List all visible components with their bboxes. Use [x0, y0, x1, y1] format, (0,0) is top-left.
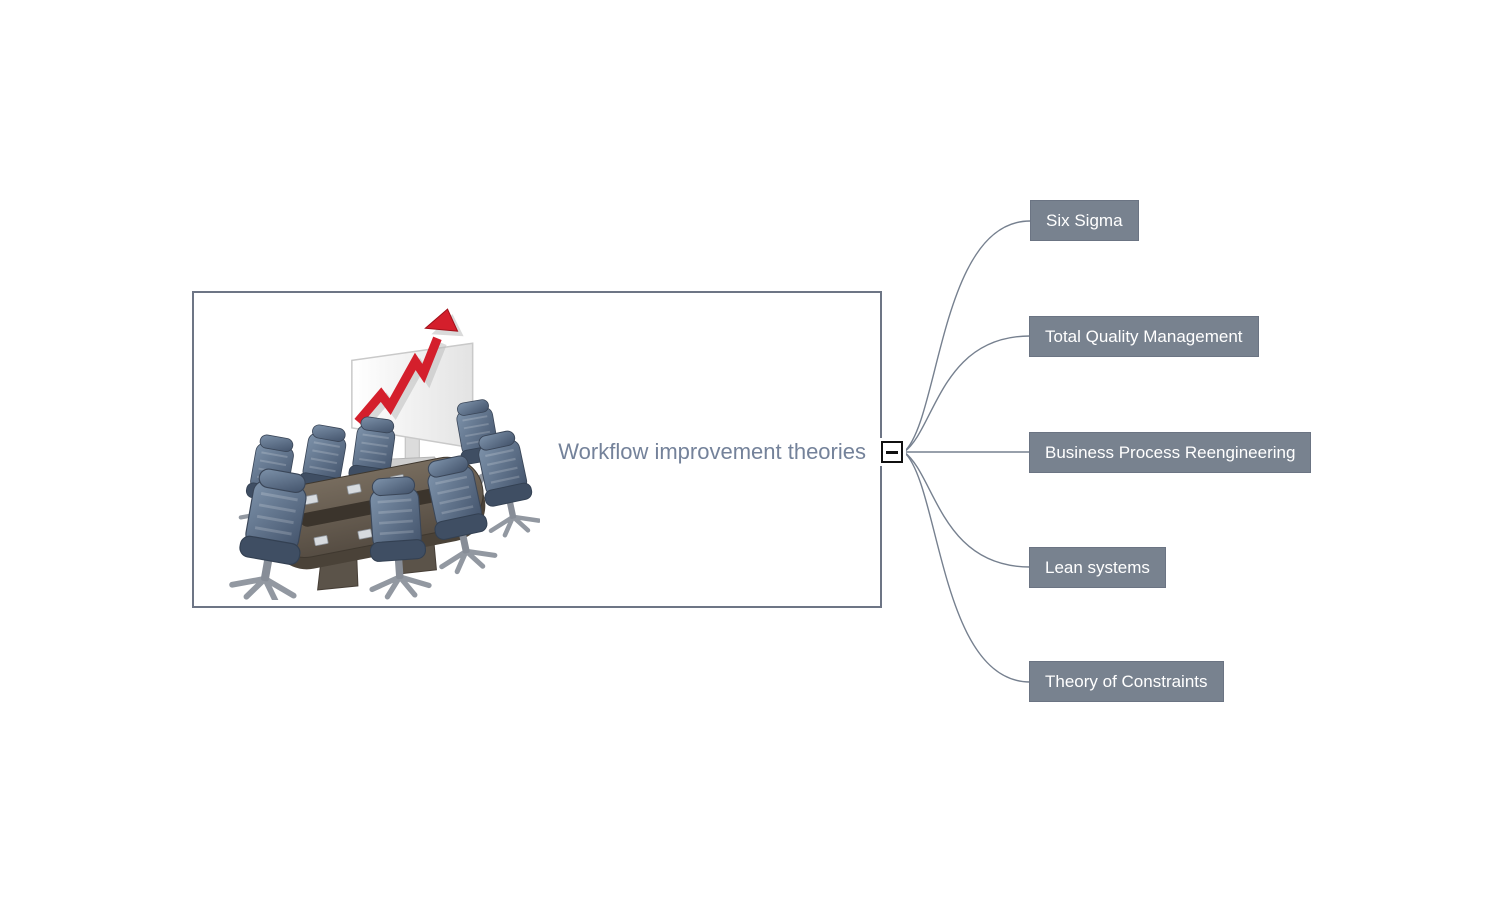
child-node-label: Lean systems	[1045, 557, 1150, 577]
child-node-label: Total Quality Management	[1045, 326, 1243, 346]
minus-icon	[886, 450, 898, 454]
connector-total-quality-management	[903, 335, 1031, 453]
root-node-label: Workflow improvement theories	[558, 439, 866, 464]
child-node-six-sigma[interactable]: Six Sigma	[1030, 200, 1139, 241]
connector-six-sigma	[903, 220, 1031, 453]
child-node-label: Business Process Reengineering	[1045, 442, 1296, 462]
connector-theory-of-constraints	[903, 451, 1031, 683]
child-node-business-process-reengineering[interactable]: Business Process Reengineering	[1029, 432, 1312, 473]
child-node-label: Six Sigma	[1046, 210, 1123, 230]
connector-lean-systems	[903, 451, 1031, 568]
child-node-theory-of-constraints[interactable]: Theory of Constraints	[1029, 661, 1224, 702]
collapse-button[interactable]	[881, 441, 903, 463]
conference-room-growth-chart-image	[206, 308, 540, 600]
growth-arrow-icon	[354, 308, 464, 430]
child-node-label: Theory of Constraints	[1045, 671, 1208, 691]
child-node-lean-systems[interactable]: Lean systems	[1029, 547, 1166, 588]
child-node-total-quality-management[interactable]: Total Quality Management	[1029, 316, 1259, 357]
